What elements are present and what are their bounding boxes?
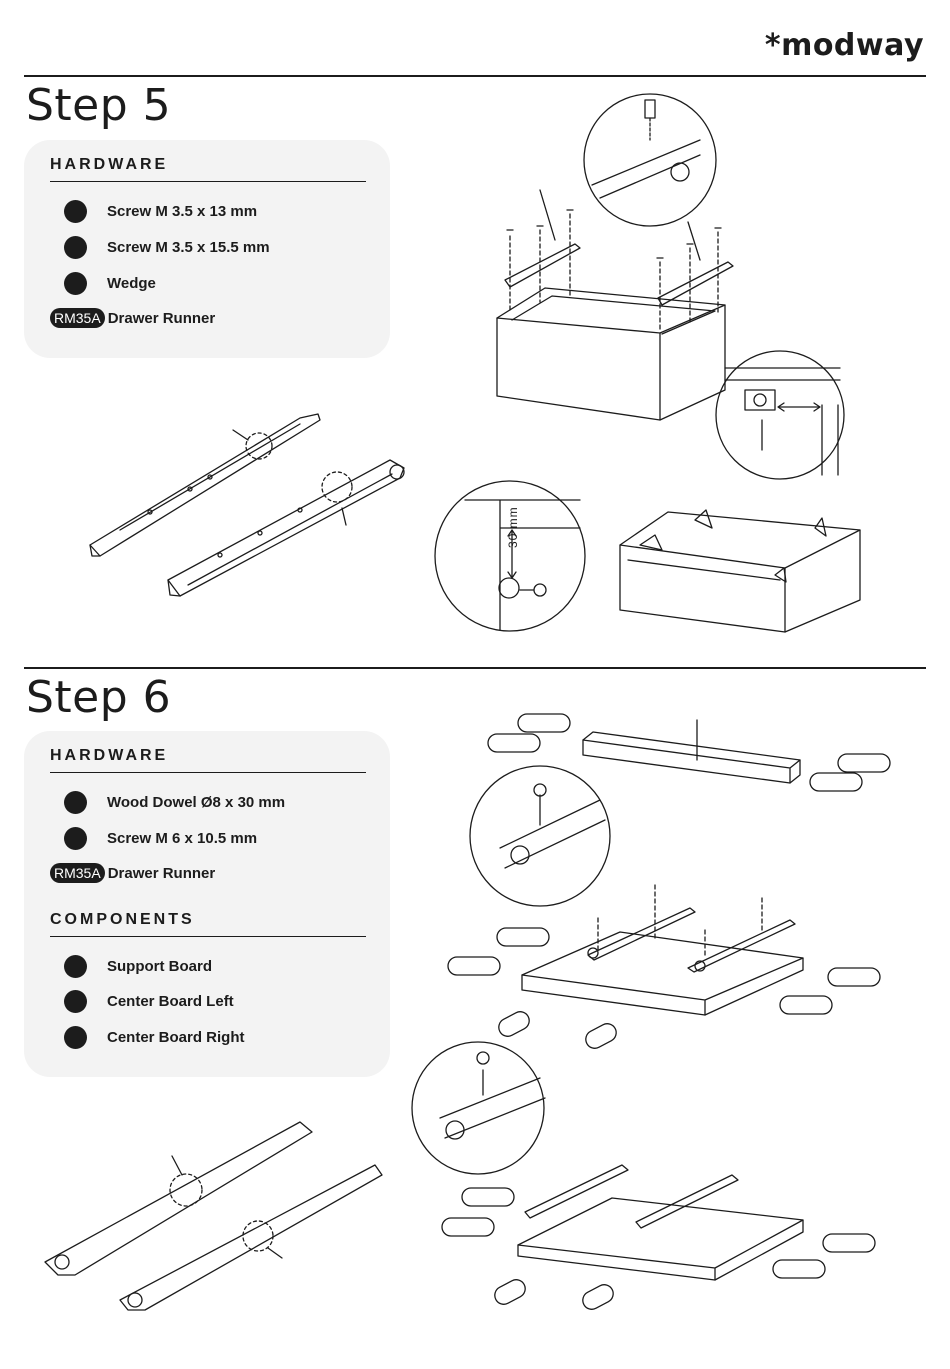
wood-dowels-bottom: [442, 1188, 875, 1312]
drawer-runner-pair-illustration: [90, 414, 404, 596]
assembled-drawer-illustration: [620, 510, 860, 632]
dimension-detail-circle: [435, 481, 585, 631]
support-board-illustration: [583, 720, 800, 783]
drawer-runner-pair-illustration-step6: [45, 1122, 382, 1310]
screw-position-detail-circle: [716, 351, 844, 479]
wood-dowels-top: [448, 714, 890, 1051]
center-board-lower-illustration: [518, 1165, 803, 1280]
runner-attachment-detail-circle: [470, 766, 610, 906]
runner-attachment-detail-circle-lower: [412, 1042, 545, 1174]
center-board-illustration: [522, 885, 803, 1015]
drawer-box-illustration: [497, 190, 733, 420]
dimension-label: 30 mm: [506, 506, 520, 548]
runner-screw-detail-circle: [584, 94, 716, 260]
